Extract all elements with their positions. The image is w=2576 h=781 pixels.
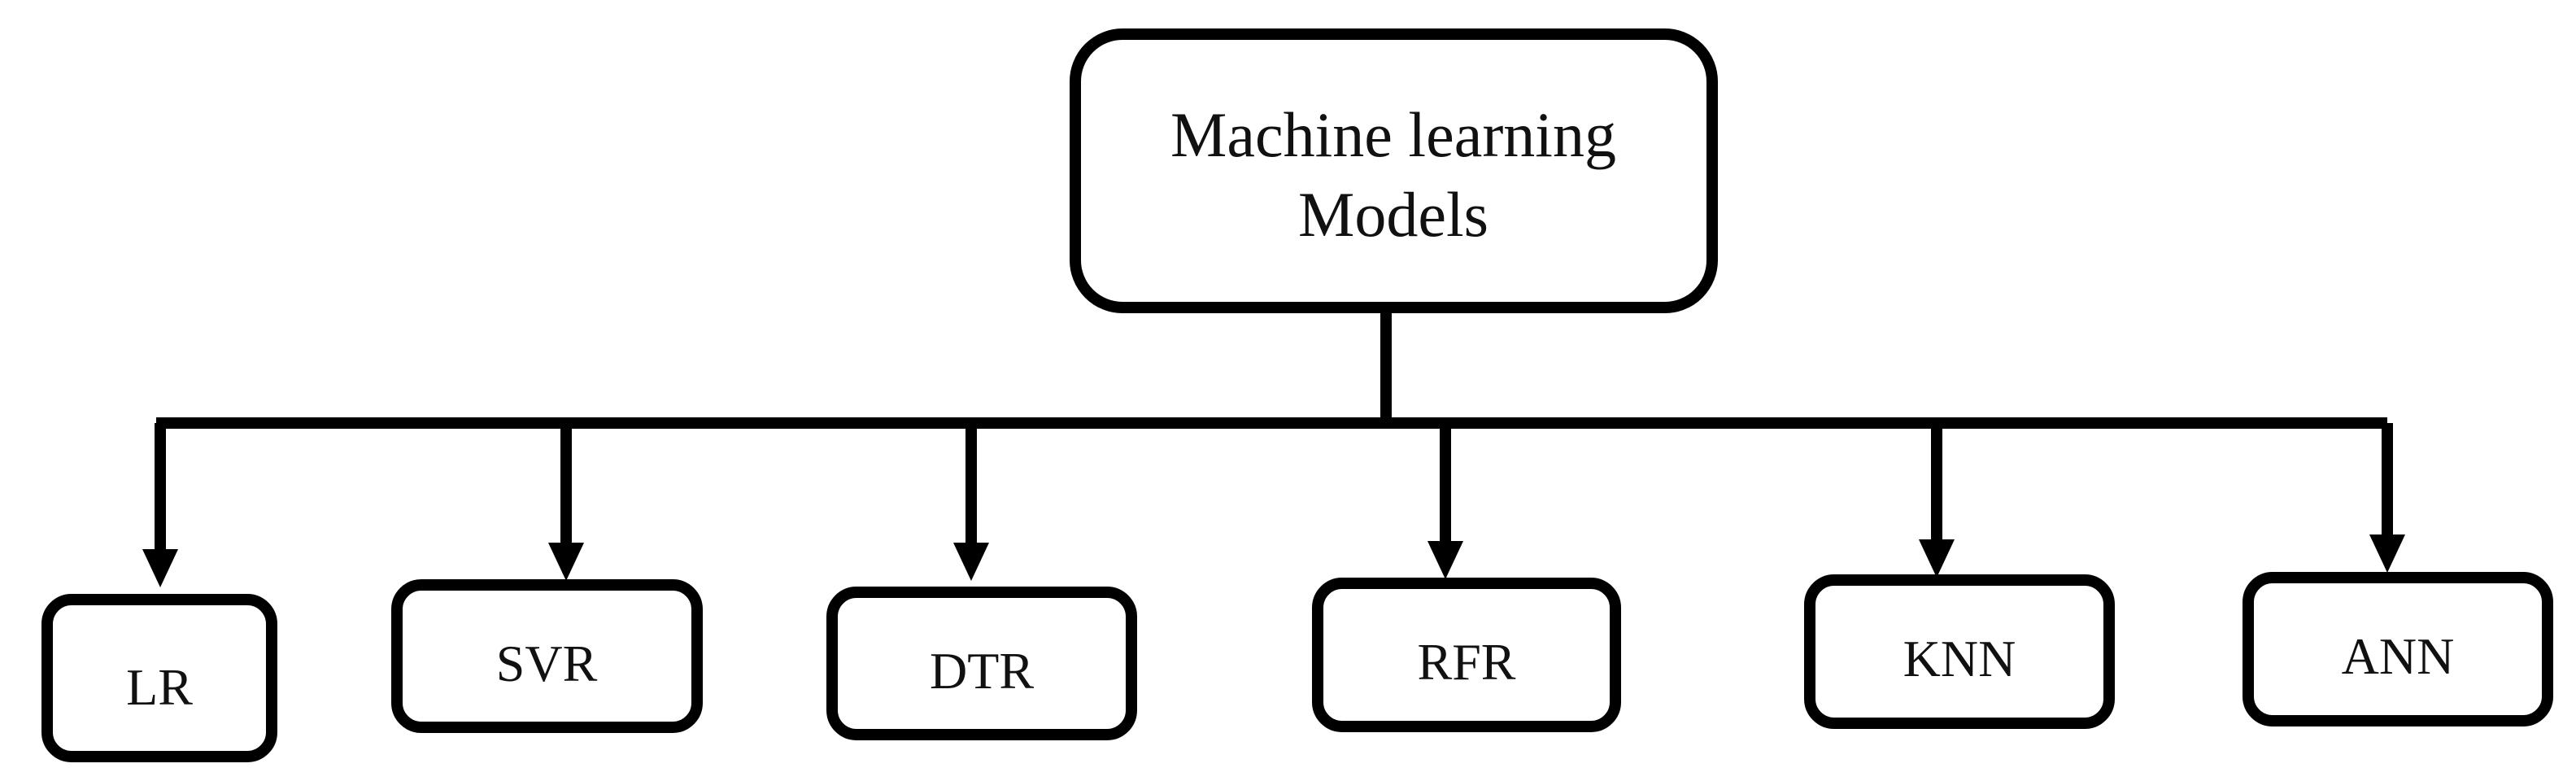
arrow-head-ann [2369, 534, 2405, 573]
arrow-head-svr [548, 543, 584, 581]
child-label-lr: LR [126, 658, 193, 716]
child-node-ann: ANN [2243, 572, 2553, 726]
child-box-dtr [826, 587, 1137, 740]
child-node-lr: LR [41, 594, 277, 762]
child-label-svr: SVR [496, 635, 598, 692]
child-box-lr [41, 594, 277, 762]
child-box-ann [2243, 572, 2553, 726]
arrow-head-lr [142, 549, 178, 587]
root-label-line1: Machine learning [1170, 99, 1616, 170]
child-node-svr: SVR [391, 579, 703, 733]
child-label-dtr: DTR [930, 642, 1034, 700]
arrow-head-rfr [1427, 541, 1463, 579]
root-node: Machine learning Models [1070, 28, 1718, 313]
child-box-knn [1804, 574, 2115, 729]
child-box-rfr [1312, 578, 1621, 732]
child-label-ann: ANN [2342, 627, 2455, 685]
connectors [142, 308, 2405, 587]
child-node-rfr: RFR [1312, 578, 1621, 732]
root-label-line2: Models [1298, 179, 1489, 250]
child-label-knn: KNN [1903, 630, 2016, 687]
arrow-head-dtr [953, 543, 989, 581]
child-node-dtr: DTR [826, 587, 1137, 740]
root-box [1070, 28, 1718, 313]
child-box-svr [391, 579, 703, 733]
arrow-head-knn [1919, 539, 1955, 578]
child-label-rfr: RFR [1418, 633, 1516, 691]
child-node-knn: KNN [1804, 574, 2115, 729]
